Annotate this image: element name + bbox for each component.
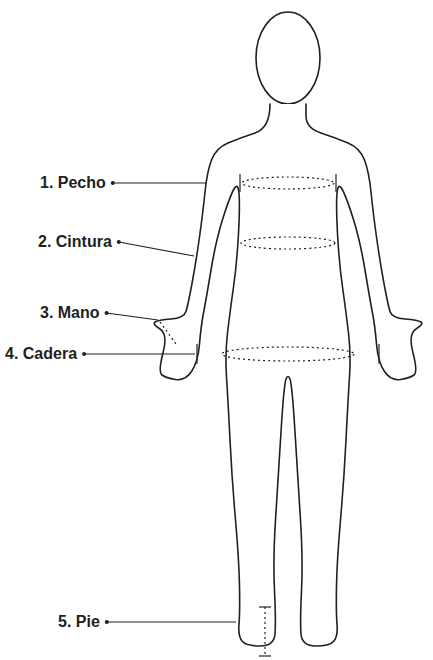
measure-label: 5. Pie bbox=[58, 612, 100, 632]
hand-measure bbox=[160, 322, 176, 344]
measure-label: 1. Pecho bbox=[40, 173, 106, 193]
waist-measure bbox=[241, 237, 335, 249]
measure-tick bbox=[239, 174, 240, 192]
chest-measure bbox=[242, 177, 334, 189]
foot-measure bbox=[264, 607, 265, 656]
leader-line bbox=[113, 182, 206, 183]
leader-line bbox=[107, 313, 158, 320]
head-outline bbox=[256, 12, 320, 104]
measure-tick bbox=[259, 606, 271, 607]
measure-tick bbox=[196, 344, 197, 364]
body-outline bbox=[154, 104, 422, 646]
leader-line bbox=[84, 353, 195, 354]
hip-measure bbox=[222, 347, 354, 361]
leader-line bbox=[107, 621, 236, 622]
measure-tick bbox=[378, 344, 379, 364]
leader-line bbox=[119, 242, 194, 256]
measure-label: 2. Cintura bbox=[38, 232, 112, 252]
measure-tick bbox=[259, 655, 271, 656]
measure-label: 4. Cadera bbox=[5, 344, 77, 364]
measure-tick bbox=[335, 174, 336, 192]
measure-label: 3. Mano bbox=[40, 303, 100, 323]
